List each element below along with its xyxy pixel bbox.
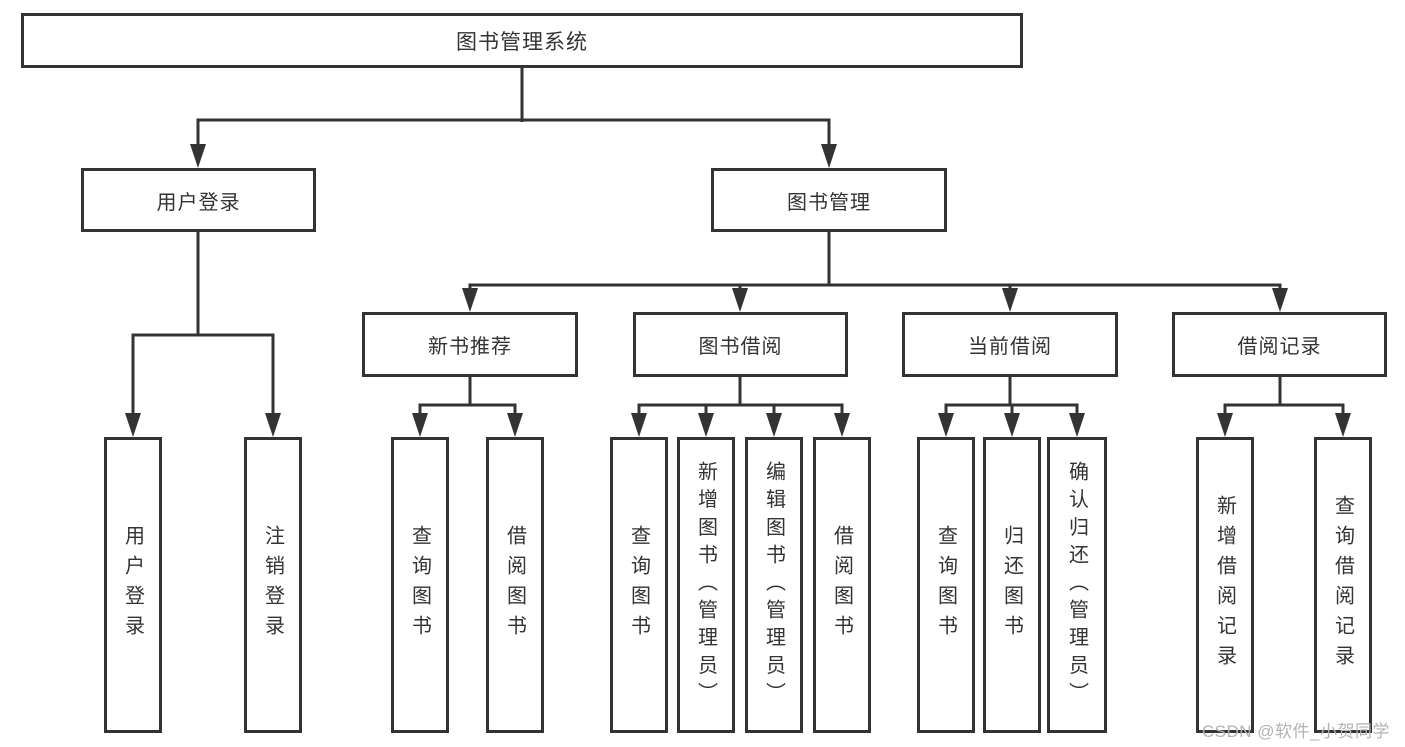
node-leaf-query-book-3: 查询图书 [917,437,975,733]
node-leaf-query-book-2: 查询图书 [610,437,668,733]
node-leaf-edit-book-admin-label: 编辑图书（管理员） [762,460,785,710]
node-leaf-query-book-1-label: 查询图书 [408,525,431,645]
node-root-system-label: 图书管理系统 [456,30,588,54]
node-leaf-borrow-book-2-label: 借阅图书 [830,525,853,645]
node-book-borrow-label: 图书借阅 [698,336,783,358]
node-leaf-return-book-label: 归还图书 [1000,525,1023,645]
node-leaf-user-login: 用户登录 [104,437,162,733]
node-leaf-user-login-label: 用户登录 [121,525,144,645]
node-book-management-label: 图书管理 [787,191,871,214]
node-leaf-query-borrow-record: 查询借阅记录 [1314,437,1372,733]
node-new-book-recommend: 新书推荐 [362,312,578,377]
node-leaf-add-borrow-record-label: 新增借阅记录 [1213,495,1236,675]
node-user-login-label: 用户登录 [156,191,241,214]
node-leaf-query-book-2-label: 查询图书 [627,525,650,645]
node-user-login: 用户登录 [81,168,316,232]
node-leaf-query-book-1: 查询图书 [391,437,449,733]
watermark: CSDN @软件_小贺同学 [1201,722,1390,741]
node-leaf-logout-label: 注销登录 [261,525,284,645]
node-borrow-records: 借阅记录 [1172,312,1387,377]
node-leaf-confirm-return-admin-label: 确认归还（管理员） [1065,460,1088,710]
node-leaf-borrow-book-1-label: 借阅图书 [503,525,526,645]
node-book-management: 图书管理 [711,168,947,232]
node-leaf-return-book: 归还图书 [983,437,1041,733]
node-leaf-query-book-3-label: 查询图书 [934,525,957,645]
node-leaf-query-borrow-record-label: 查询借阅记录 [1331,495,1354,675]
node-leaf-borrow-book-1: 借阅图书 [486,437,544,733]
node-root-system: 图书管理系统 [21,13,1023,68]
node-leaf-add-book-admin-label: 新增图书（管理员） [694,460,717,710]
node-leaf-add-borrow-record: 新增借阅记录 [1196,437,1254,733]
node-current-borrow: 当前借阅 [902,312,1118,377]
node-borrow-records-label: 借阅记录 [1237,336,1322,358]
node-leaf-borrow-book-2: 借阅图书 [813,437,871,733]
node-leaf-edit-book-admin: 编辑图书（管理员） [745,437,803,733]
node-leaf-logout: 注销登录 [244,437,302,733]
node-book-borrow: 图书借阅 [633,312,848,377]
node-new-book-recommend-label: 新书推荐 [428,336,512,358]
node-leaf-add-book-admin: 新增图书（管理员） [677,437,735,733]
node-current-borrow-label: 当前借阅 [968,336,1052,358]
node-leaf-confirm-return-admin: 确认归还（管理员） [1047,437,1107,733]
